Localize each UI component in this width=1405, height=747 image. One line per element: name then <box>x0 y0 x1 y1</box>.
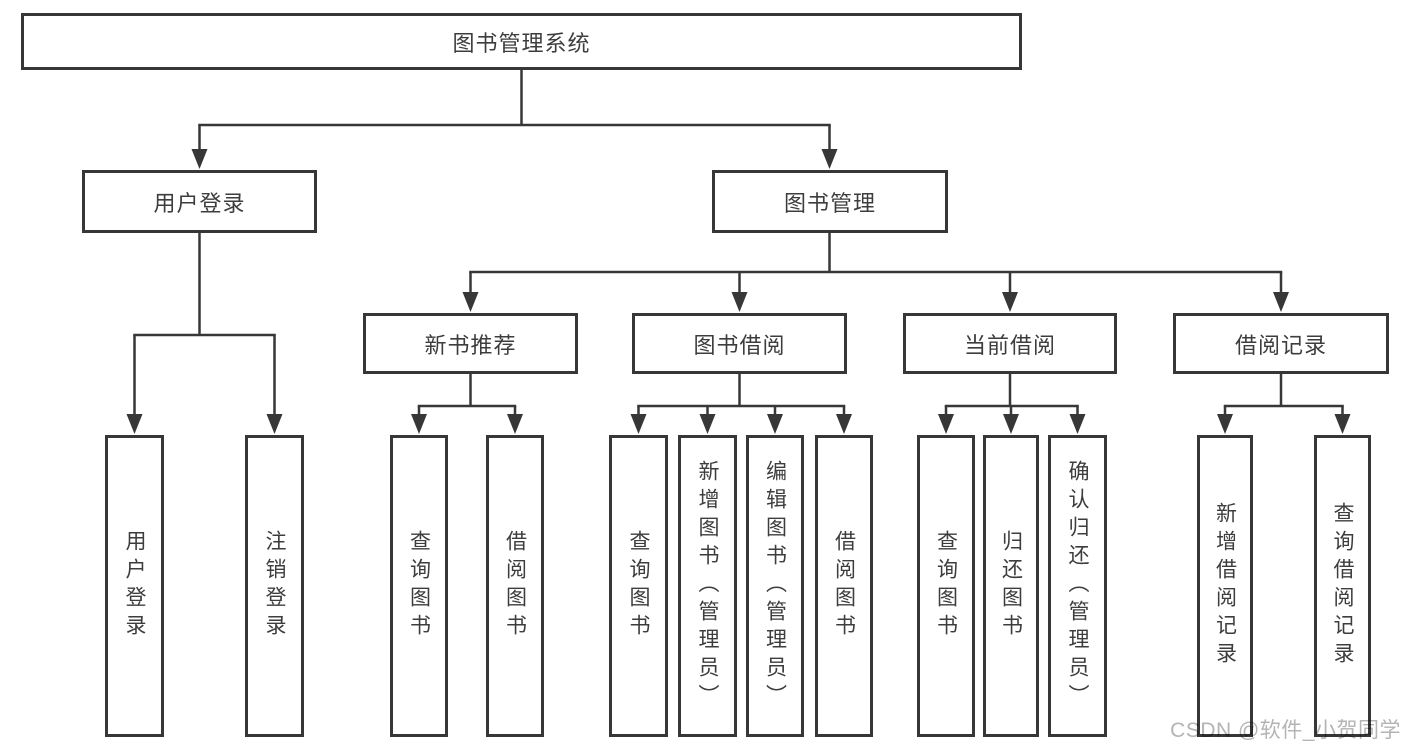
leaf-label: 编辑图书（管理员） <box>763 460 787 712</box>
node-new-book-recommend: 新书推荐 <box>363 313 578 374</box>
leaf-bb-edit-book-admin: 编辑图书（管理员） <box>746 435 804 737</box>
leaf-logout: 注销登录 <box>245 435 304 737</box>
node-label: 用户登录 <box>153 190 246 216</box>
leaf-label: 查询图书 <box>934 530 958 642</box>
leaf-label: 查询借阅记录 <box>1331 502 1354 670</box>
node-borrow-records: 借阅记录 <box>1173 313 1389 374</box>
node-label: 图书管理系统 <box>452 30 591 56</box>
node-book-management: 图书管理 <box>712 170 948 233</box>
leaf-cb-confirm-return-admin: 确认归还（管理员） <box>1048 435 1107 737</box>
leaf-br-add-record: 新增借阅记录 <box>1197 435 1253 737</box>
leaf-label: 新增图书（管理员） <box>696 460 719 712</box>
leaf-label: 借阅图书 <box>832 530 856 642</box>
node-user-login: 用户登录 <box>82 170 317 233</box>
leaf-label: 归还图书 <box>999 530 1023 642</box>
node-library-system: 图书管理系统 <box>21 13 1022 70</box>
node-label: 借阅记录 <box>1234 332 1327 358</box>
leaf-label: 新增借阅记录 <box>1213 502 1237 670</box>
leaf-nbr-query-book: 查询图书 <box>390 435 448 737</box>
node-current-borrow: 当前借阅 <box>903 313 1117 374</box>
leaf-label: 借阅图书 <box>503 530 527 642</box>
leaf-bb-add-book-admin: 新增图书（管理员） <box>678 435 737 737</box>
node-label: 当前借阅 <box>963 332 1056 358</box>
leaf-cb-return-book: 归还图书 <box>983 435 1039 737</box>
node-label: 图书借阅 <box>693 332 786 358</box>
csdn-watermark: CSDN @软件_小贺同学 <box>1170 719 1401 742</box>
node-label: 新书推荐 <box>424 332 517 358</box>
node-label: 图书管理 <box>783 190 876 216</box>
leaf-label: 注销登录 <box>263 530 286 642</box>
leaf-label: 用户登录 <box>123 530 146 642</box>
leaf-cb-query-book: 查询图书 <box>917 435 975 737</box>
leaf-user-login: 用户登录 <box>105 435 164 737</box>
node-book-borrow: 图书借阅 <box>632 313 847 374</box>
leaf-label: 查询图书 <box>407 530 431 642</box>
leaf-nbr-borrow-book: 借阅图书 <box>486 435 544 737</box>
leaf-label: 查询图书 <box>627 530 650 642</box>
leaf-br-query-record: 查询借阅记录 <box>1314 435 1371 737</box>
leaf-bb-borrow-book: 借阅图书 <box>815 435 873 737</box>
leaf-label: 确认归还（管理员） <box>1066 460 1089 712</box>
leaf-bb-query-book: 查询图书 <box>609 435 668 737</box>
